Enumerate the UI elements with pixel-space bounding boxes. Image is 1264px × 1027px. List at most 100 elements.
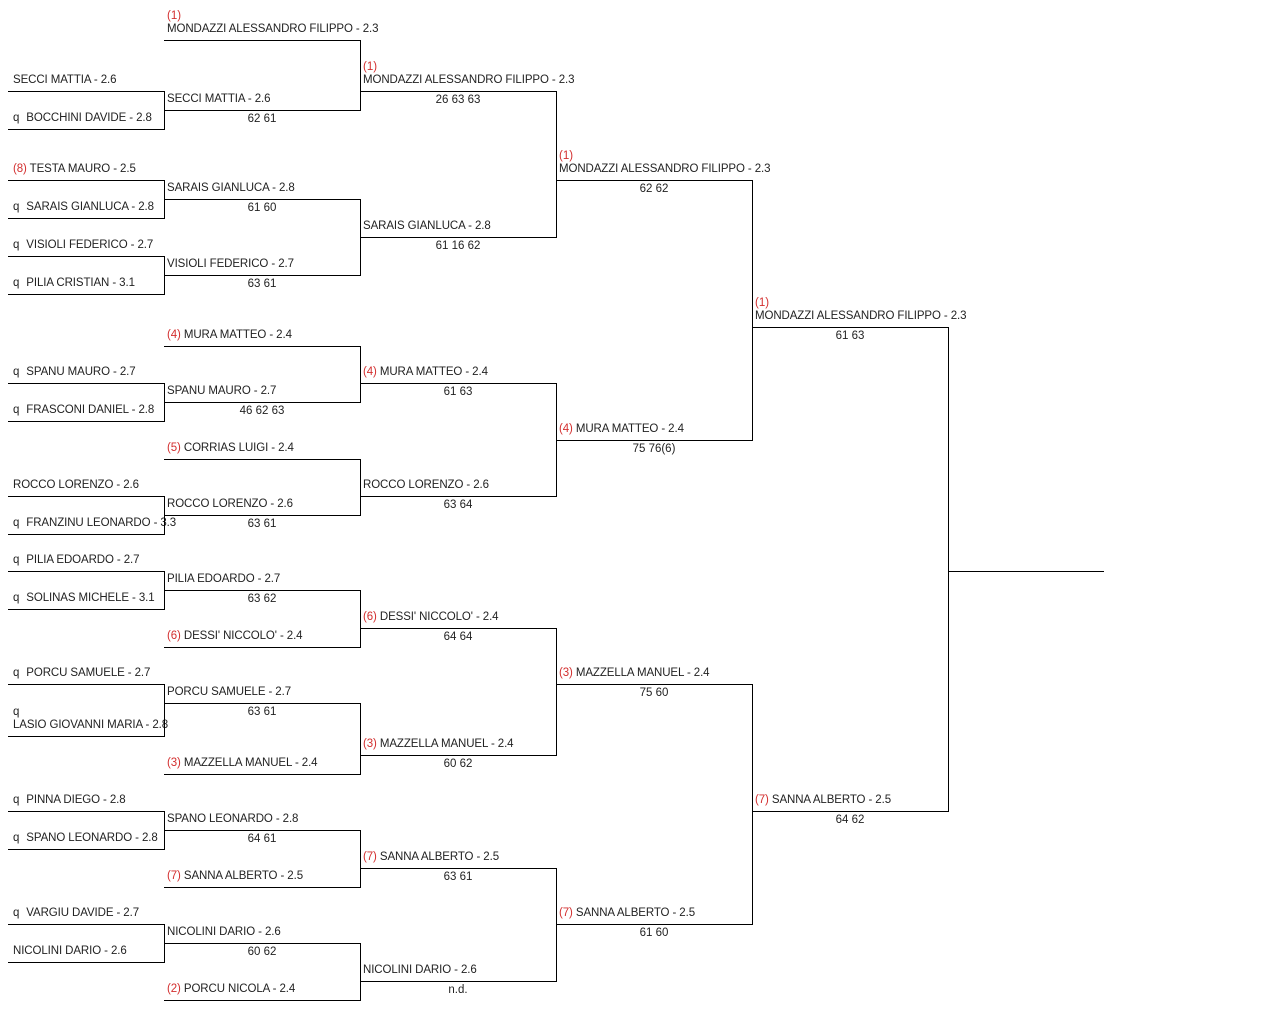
match-score: n.d. [448,984,468,996]
bracket-line [360,383,556,384]
bracket-connector [360,703,361,775]
seed-number: (3) [363,738,377,750]
match-score: 61 60 [639,927,669,939]
player-entry: ROCCO LORENZO - 2.6 [167,498,293,511]
bracket-connector [556,91,557,238]
match-score: 26 63 63 [435,94,481,106]
seed-number: (6) [363,611,377,623]
match-score: 46 62 63 [239,405,285,417]
player-entry: ROCCO LORENZO - 2.6 [13,479,139,492]
bracket-line [8,129,164,130]
bracket-connector [164,684,165,737]
bracket-line [164,459,360,460]
seed-number: (1) [167,10,182,22]
player-name: PORCU NICOLA - 2.4 [183,983,296,995]
player-entry: VISIOLI FEDERICO - 2.7 [167,258,294,271]
seed-number: (7) [559,907,573,919]
match-score: 63 61 [247,278,277,290]
player-name: PORCU SAMUELE - 2.7 [167,686,291,698]
player-name: SPANO LEONARDO - 2.8 [26,832,158,844]
player-name: VARGIU DAVIDE - 2.7 [26,907,139,919]
player-entry: (3) MAZZELLA MANUEL - 2.4 [559,667,710,680]
player-name: MAZZELLA MANUEL - 2.4 [575,667,710,679]
qualifier-marker: q [13,706,20,718]
seed-number: (3) [167,757,181,769]
player-name: TESTA MAURO - 2.5 [29,163,136,175]
player-name: PILIA EDOARDO - 2.7 [167,573,281,585]
player-name: MURA MATTEO - 2.4 [575,423,684,435]
seed-number: (2) [167,983,181,995]
match-score: 63 61 [247,706,277,718]
player-entry: (7) SANNA ALBERTO - 2.5 [755,794,891,807]
player-name: NICOLINI DARIO - 2.6 [363,964,477,976]
player-entry: NICOLINI DARIO - 2.6 [363,964,477,977]
player-name: SPANU MAURO - 2.7 [26,366,136,378]
bracket-line [360,496,556,497]
player-name: DESSI' NICCOLO' - 2.4 [183,630,303,642]
player-name: PORCU SAMUELE - 2.7 [26,667,151,679]
match-score: 62 62 [639,183,669,195]
bracket-line [164,943,360,944]
bracket-line [164,199,360,200]
bracket-line [8,962,164,963]
player-name: MONDAZZI ALESSANDRO FILIPPO - 2.3 [363,74,575,86]
qualifier-marker: q [13,201,20,213]
bracket-line [164,590,360,591]
seed-number: (3) [559,667,573,679]
bracket-line [8,609,164,610]
match-score: 63 61 [247,518,277,530]
qualifier-marker: q [13,794,20,806]
qualifier-marker: q [13,239,20,251]
player-name: MONDAZZI ALESSANDRO FILIPPO - 2.3 [755,310,967,322]
player-entry: q VARGIU DAVIDE - 2.7 [13,907,139,920]
player-entry: (3) MAZZELLA MANUEL - 2.4 [363,738,514,751]
player-entry: (8) TESTA MAURO - 2.5 [13,163,136,176]
seed-number: (1) [363,61,378,73]
bracket-line [8,849,164,850]
player-entry: (5) CORRIAS LUIGI - 2.4 [167,442,294,455]
player-name: SANNA ALBERTO - 2.5 [183,870,303,882]
bracket-line [556,684,752,685]
player-entry: (6) DESSI' NICCOLO' - 2.4 [167,630,303,643]
player-entry: NICOLINI DARIO - 2.6 [13,945,127,958]
qualifier-marker: q [13,907,20,919]
bracket-line [8,294,164,295]
player-entry: SECCI MATTIA - 2.6 [13,74,117,87]
player-name: PILIA CRISTIAN - 3.1 [26,277,135,289]
match-score: 64 64 [443,631,473,643]
player-name: PILIA EDOARDO - 2.7 [26,554,140,566]
qualifier-marker: q [13,366,20,378]
player-entry: MONDAZZI ALESSANDRO FILIPPO - 2.3 [167,23,379,36]
player-entry: (4) MURA MATTEO - 2.4 [363,366,488,379]
seed-number: (7) [167,870,181,882]
player-name: PINNA DIEGO - 2.8 [26,794,126,806]
bracket-line [8,534,164,535]
player-name: BOCCHINI DAVIDE - 2.8 [26,112,152,124]
player-name: MONDAZZI ALESSANDRO FILIPPO - 2.3 [167,23,379,35]
player-entry: PILIA EDOARDO - 2.7 [167,573,280,586]
bracket-line [8,924,164,925]
player-name: NICOLINI DARIO - 2.6 [167,926,281,938]
player-entry: SARAIS GIANLUCA - 2.8 [167,182,295,195]
player-name: SECCI MATTIA - 2.6 [167,93,271,105]
seed-number: (7) [755,794,769,806]
player-name: FRASCONI DANIEL - 2.8 [26,404,155,416]
bracket-connector [360,459,361,516]
qualifier-marker: q [13,517,20,529]
player-entry: MONDAZZI ALESSANDRO FILIPPO - 2.3 [559,163,771,176]
bracket-line [8,421,164,422]
player-entry: (4) MURA MATTEO - 2.4 [559,423,684,436]
player-entry: (7) SANNA ALBERTO - 2.5 [559,907,695,920]
bracket-line [164,40,360,41]
player-entry: PORCU SAMUELE - 2.7 [167,686,291,699]
bracket-connector [752,180,753,441]
bracket-line [164,703,360,704]
player-name: MURA MATTEO - 2.4 [379,366,488,378]
